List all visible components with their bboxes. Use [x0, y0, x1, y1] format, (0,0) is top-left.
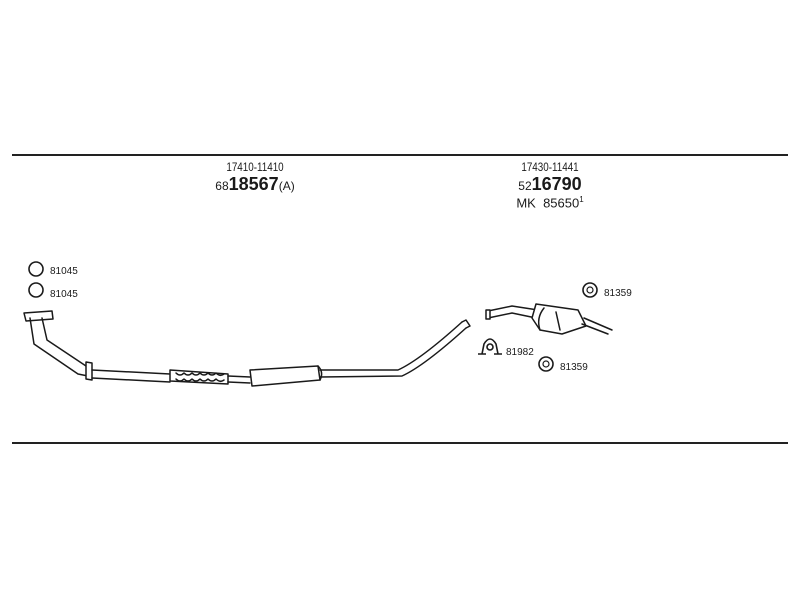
rear-muffler-group-label: 17430-11441 5216790 MK 856501: [480, 160, 620, 210]
rubber-mount-top-code: 81359: [604, 288, 632, 299]
rubber-mount-bottom-code: 81359: [560, 362, 588, 373]
part-number: 6818567(A): [200, 174, 310, 195]
front-pipe-assembly: [23, 310, 471, 387]
gasket-icon: [28, 282, 44, 298]
clamp-code: 81982: [506, 347, 534, 358]
bottom-divider: [12, 442, 788, 444]
part-main: 18567: [228, 174, 279, 194]
rubber-mount-icon: [582, 282, 598, 298]
part-prefix: 52: [518, 179, 532, 193]
part-prefix: 68: [215, 179, 229, 193]
mount-kit-number: MK 856501: [480, 195, 620, 210]
gasket-2-code: 81045: [50, 289, 78, 300]
oe-number: 17410-11410: [226, 160, 284, 174]
mk-number: 85650: [543, 195, 580, 211]
mk-sup: 1: [579, 195, 584, 204]
gasket-icon: [28, 261, 44, 277]
part-number: 5216790: [480, 174, 620, 195]
top-divider: [12, 154, 788, 156]
front-pipe-group-label: 17410-11410 6818567(A): [200, 160, 310, 195]
oe-number: 17430-11441: [521, 160, 579, 174]
part-suffix: (A): [278, 179, 295, 193]
rubber-mount-icon: [538, 356, 554, 372]
part-main: 16790: [531, 174, 582, 194]
gasket-1-code: 81045: [50, 266, 78, 277]
clamp-icon: [478, 338, 502, 355]
mk-label: MK: [516, 195, 536, 211]
rear-muffler-assembly: [485, 303, 613, 335]
